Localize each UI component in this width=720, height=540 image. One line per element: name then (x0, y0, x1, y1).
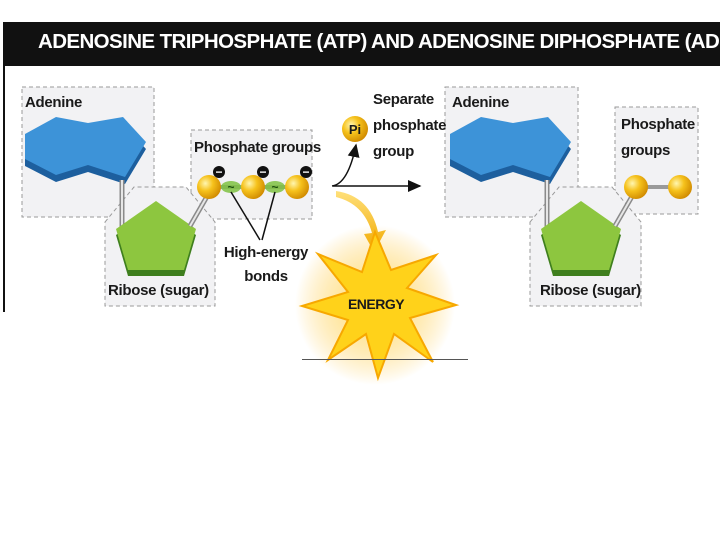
left-edge-rule (3, 66, 5, 312)
baseline-rule (302, 359, 468, 360)
high-energy-bond-1 (221, 181, 241, 193)
adp-phosphate-label-line1: Phosphate (621, 116, 695, 133)
phosphate-ball-1 (197, 175, 221, 199)
adp-phosphate-ball-1 (624, 175, 648, 199)
phosphate-ball-2 (241, 175, 265, 199)
atp-adenine-label: Adenine (25, 94, 83, 111)
bond-mark-2: ~ (271, 180, 278, 194)
adp-phosphate-ball-2 (668, 175, 692, 199)
pi-ball (342, 116, 368, 142)
bonds-pointer-right (261, 191, 276, 241)
atp-phosphate-label: Phosphate groups (194, 139, 321, 156)
bonds-pointer-left (230, 191, 261, 241)
energy-burst (298, 229, 460, 382)
diagram-title: ADENOSINE TRIPHOSPHATE (ATP) AND ADENOSI… (38, 30, 720, 53)
high-energy-bond-2 (265, 181, 285, 193)
separate-label-line2: phosphate (373, 117, 447, 134)
separate-label-line3: group (373, 143, 414, 160)
energy-label: ENERGY (348, 296, 405, 312)
phosphate-ball-3 (285, 175, 309, 199)
adp-adenine-label: Adenine (452, 94, 510, 111)
bond-mark-1: ~ (227, 180, 234, 194)
adp-ribose-label: Ribose (sugar) (540, 282, 641, 299)
adp-phosphate-label-line2: groups (621, 142, 671, 159)
separate-label-line1: Separate (373, 91, 434, 108)
adp-ribose-molecule (541, 201, 621, 276)
charge-2: − (259, 165, 266, 179)
charge-3: − (302, 165, 309, 179)
adp-adenine-molecule (450, 117, 571, 184)
bonds-label-line1: High-energy (223, 244, 309, 261)
atp-adenine-molecule (25, 117, 146, 184)
atp-phosphate-box (190, 129, 313, 220)
title-bar (3, 22, 720, 66)
reaction-arrow-curve (331, 143, 360, 187)
atp-ribose-label: Ribose (sugar) (108, 282, 209, 299)
bonds-label-line2: bonds (244, 268, 288, 285)
pi-symbol: Pi (349, 122, 361, 137)
charge-1: − (215, 165, 222, 179)
atp-ribose-molecule (116, 201, 196, 276)
